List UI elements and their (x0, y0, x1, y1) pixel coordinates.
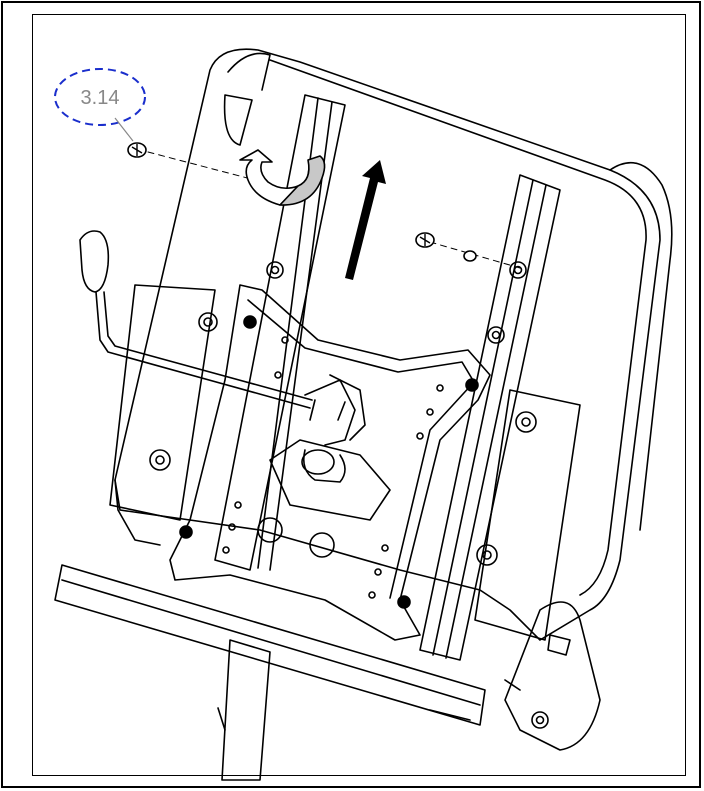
up-arrow-icon (345, 160, 386, 280)
right-rail (419, 174, 561, 661)
left-side-bracket (109, 261, 284, 521)
right-side-bracket (474, 261, 581, 641)
mounting-plate (169, 284, 491, 641)
callout-ring (54, 68, 146, 126)
front-bracket (504, 601, 601, 751)
seat-back-shell (114, 48, 673, 641)
screw-icon (127, 142, 147, 158)
screw-axis-lines (147, 151, 521, 269)
screw-icon (415, 232, 477, 262)
inner-frame (32, 14, 686, 776)
base-bar (54, 564, 486, 781)
tilt-mechanism (301, 374, 366, 483)
callout: 3.14 (54, 68, 146, 142)
left-rail (214, 52, 346, 571)
adjustment-lever (79, 230, 313, 409)
rotate-arrow-icon (239, 149, 326, 206)
callout-label: 3.14 (81, 87, 120, 109)
